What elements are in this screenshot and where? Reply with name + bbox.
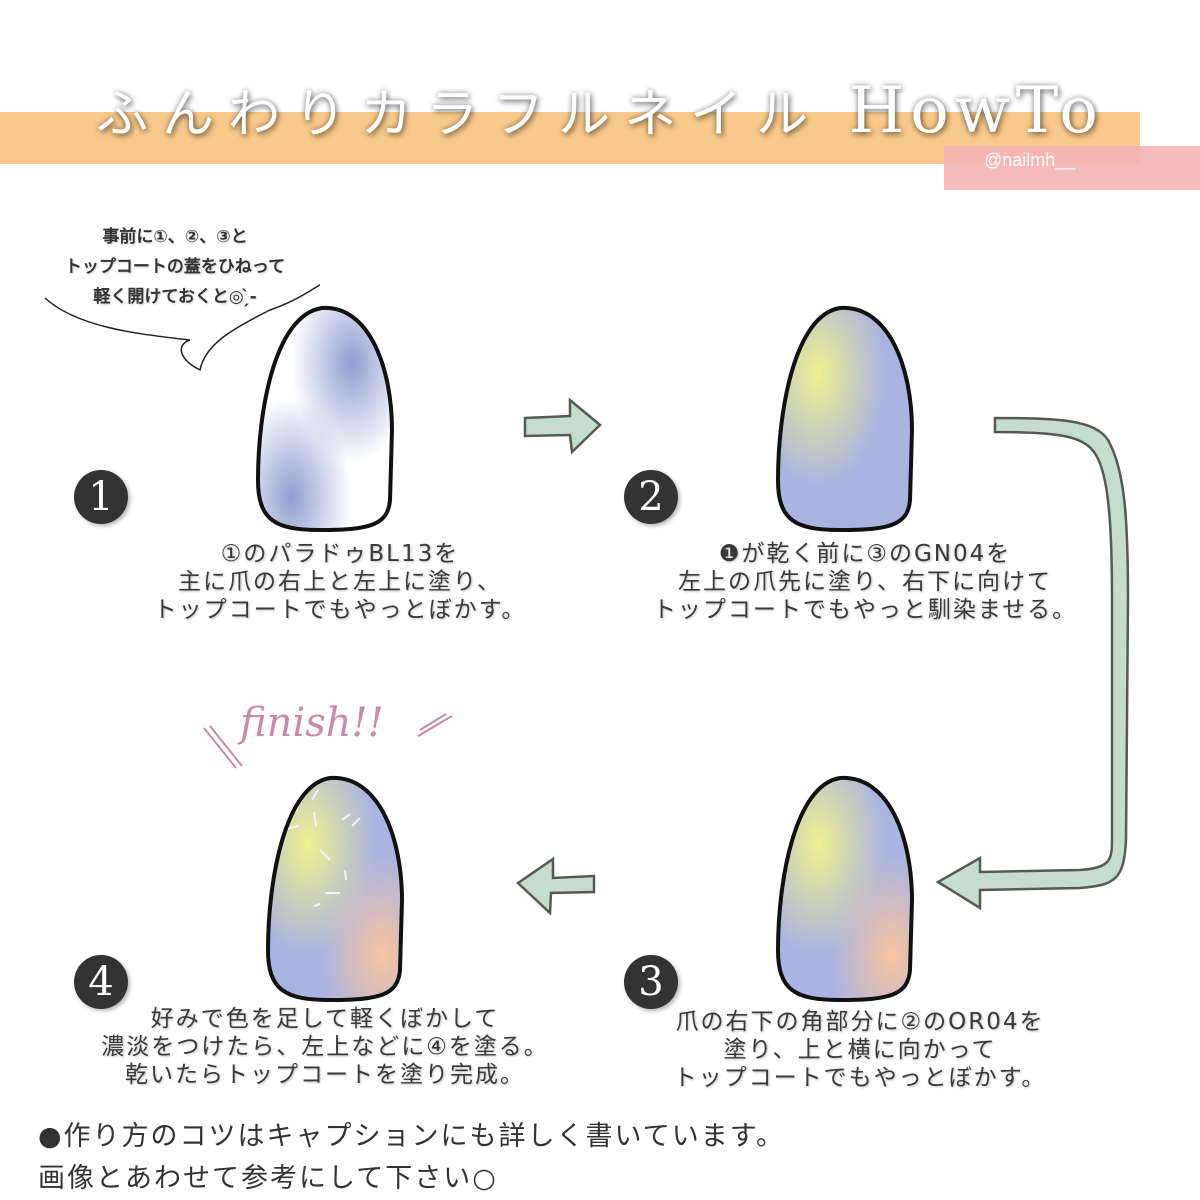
step-4-caption: 好みで色を足して軽くぼかして 濃淡をつけたら、左上などに④を塗る。 乾いたらトッ… [80, 1005, 570, 1089]
caption-line: ①のパラドゥBL13を [220, 541, 460, 567]
caption-line: トップコートでもやっとぼかす。 [673, 1065, 1047, 1091]
handle-band [944, 146, 1200, 190]
finish-label: finish!! [240, 700, 384, 746]
step-2-badge: 2 [624, 470, 678, 524]
bubble-line: 軽く開けておくと◎ ̗̀- [93, 287, 257, 307]
step-2-caption: ❶が乾く前に③のGN04を 左上の爪先に塗り、右下に向けて トップコートでもやっ… [630, 540, 1100, 624]
page-title: ふんわりカラフルネイル HowTo [0, 72, 1200, 148]
nail-step-2 [775, 305, 915, 533]
finish-slash-decoration [203, 713, 453, 769]
caption-line: 爪の右下の角部分に②のOR04を [675, 1009, 1045, 1035]
nail-step-4 [265, 775, 405, 1003]
arrow-right-icon [523, 397, 602, 455]
arrow-left-icon [516, 856, 596, 916]
curved-arrow-icon [935, 416, 1130, 911]
caption-line: トップコートでもやっと馴染ませる。 [652, 597, 1078, 623]
title-japanese: ふんわりカラフルネイル [96, 85, 823, 145]
nail-step-1 [255, 305, 395, 533]
step-4-badge: 4 [74, 955, 128, 1009]
bubble-line: トップコートの蓋をひねって [64, 257, 286, 277]
caption-line: トップコートでもやっとぼかす。 [153, 597, 527, 623]
step-3-badge: 3 [624, 955, 678, 1009]
caption-line: 好みで色を足して軽くぼかして [150, 1006, 500, 1032]
step-1-caption: ①のパラドゥBL13を 主に爪の右上と左上に塗り、 トップコートでもやっとぼかす… [120, 540, 560, 624]
caption-line: 主に爪の右上と左上に塗り、 [177, 569, 503, 595]
step-1-badge: 1 [74, 470, 128, 524]
caption-line: ❶が乾く前に③のGN04を [718, 541, 1012, 567]
caption-line: 乾いたらトップコートを塗り完成。 [125, 1062, 525, 1088]
step-3-caption: 爪の右下の角部分に②のOR04を 塗り、上と横に向かって トップコートでもやっと… [630, 1008, 1090, 1092]
caption-line: 濃淡をつけたら、左上などに④を塗る。 [101, 1034, 549, 1060]
nail-step-3 [775, 775, 915, 1003]
caption-line: 塗り、上と横に向かって [723, 1037, 997, 1063]
author-handle: @nailmh__ [984, 150, 1076, 170]
title-english: HowTo [848, 74, 1104, 148]
bubble-line: 事前に①、②、③と [102, 227, 248, 247]
caption-line: 左上の爪先に塗り、右下に向けて [677, 569, 1053, 595]
speech-bubble-outline [44, 284, 321, 372]
footer-note-1: ●作り方のコツはキャプションにも詳しく書いています。 [38, 1121, 786, 1152]
speech-bubble-text: 事前に①、②、③と トップコートの蓋をひねって 軽く開けておくと◎ ̗̀- [30, 222, 320, 312]
footer-note-2: 画像とあわせて参考にして下さい○ [38, 1163, 498, 1194]
